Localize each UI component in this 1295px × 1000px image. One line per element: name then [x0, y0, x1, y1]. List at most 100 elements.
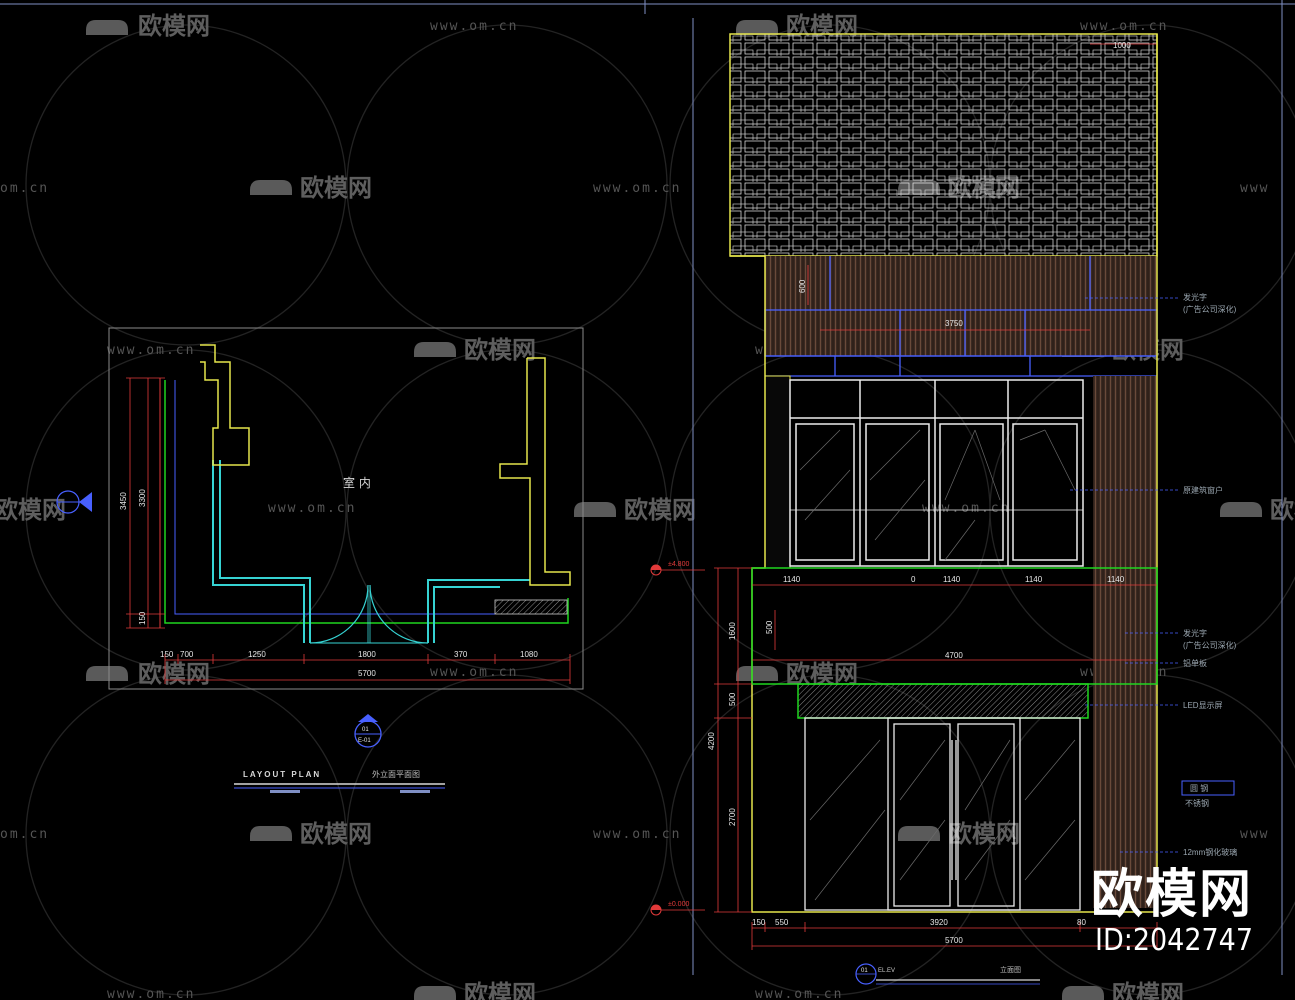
- elev-note-tempered-glass: 12mm钢化玻璃: [1183, 847, 1237, 857]
- plan-dim-150-v: 150: [138, 611, 147, 625]
- watermark-circles: [25, 24, 1295, 996]
- svg-text:±0.000: ±0.000: [668, 901, 689, 908]
- plan-dim-150: 150: [160, 650, 174, 659]
- svg-text:www.om.cn: www.om.cn: [107, 343, 195, 358]
- watermark-logo: 欧模网: [1062, 980, 1184, 1000]
- svg-text:±4.800: ±4.800: [668, 561, 689, 568]
- plan-room-label: 室 内: [343, 475, 371, 490]
- svg-text:www.om.cn: www.om.cn: [430, 665, 518, 680]
- brand-id: ID:2042747: [1094, 923, 1253, 958]
- elev-level-marker-top: ±4.800: [650, 561, 705, 576]
- watermark-logo: 欧模网: [86, 12, 210, 40]
- svg-text:www.om.cn: www.om.cn: [268, 501, 356, 516]
- elev-note-round-steel: 圆 钢: [1190, 783, 1208, 793]
- svg-text:www: www: [1240, 181, 1269, 196]
- svg-text:om.cn: om.cn: [0, 827, 49, 842]
- svg-text:1140: 1140: [943, 575, 961, 584]
- elevation-wood-band: [765, 256, 1157, 356]
- plan-hatch-strip: [494, 599, 568, 615]
- elev-dim-150: 150: [752, 918, 766, 927]
- svg-text:www.om.cn: www.om.cn: [107, 987, 195, 1000]
- elev-dim-top-1000: 1000: [1113, 41, 1131, 50]
- elev-bottom-dims: [751, 922, 1158, 950]
- plan-dim-3450: 3450: [119, 492, 128, 510]
- svg-text:欧模网: 欧模网: [0, 496, 66, 524]
- watermark-logo: 欧模网: [414, 980, 536, 1000]
- plan-cyan-wall-inner: [219, 460, 311, 643]
- elev-note-led-screen: LED显示屏: [1183, 701, 1223, 710]
- elev-note-luminous-text-2: 发光字: [1183, 628, 1207, 638]
- elev-dim-1600: 1600: [728, 622, 737, 640]
- svg-text:1140: 1140: [783, 575, 801, 584]
- elev-dim-500b: 500: [728, 692, 737, 706]
- elevation-storefront-doors: [804, 717, 1081, 911]
- svg-text:www.om.cn: www.om.cn: [593, 827, 681, 842]
- svg-text:EL.EV: EL.EV: [878, 968, 895, 974]
- elev-dim-3920: 3920: [930, 918, 948, 927]
- svg-text:www.om.cn: www.om.cn: [755, 987, 843, 1000]
- elev-dim-4200: 4200: [707, 732, 716, 750]
- plan-vertical-dims: [126, 377, 165, 629]
- layout-plan: 室 内 3450 3300 150 150 700 1250 1800 37: [56, 327, 584, 793]
- svg-text:www: www: [1240, 827, 1269, 842]
- plan-subtitle: 外立面平面图: [372, 769, 420, 779]
- watermark-logo: 欧模网: [250, 174, 372, 202]
- plan-door-leaf-left: [309, 584, 369, 644]
- plan-horizontal-dims: [164, 654, 571, 684]
- elevation-roof-tiles: [729, 33, 1158, 257]
- plan-inner-line: [174, 380, 495, 615]
- plan-frame: [108, 327, 584, 690]
- plan-yellow-wall-left: [200, 344, 250, 466]
- elev-dim-500a: 500: [765, 620, 774, 634]
- svg-text:1140: 1140: [1025, 575, 1043, 584]
- drawing-frame: [0, 0, 1295, 975]
- elevation-original-window: [789, 379, 1084, 567]
- watermark-logo: 欧模网: [250, 820, 372, 848]
- plan-door-leaf-right: [369, 584, 429, 644]
- elev-dim-550: 550: [775, 918, 789, 927]
- elevation-window-glass-hatch: [799, 429, 1076, 561]
- svg-text:01: 01: [861, 968, 868, 974]
- svg-text:欧模网: 欧模网: [464, 980, 536, 1000]
- elev-dim-4700: 4700: [945, 651, 963, 660]
- elev-note-stainless: 不锈钢: [1185, 798, 1209, 808]
- svg-text:欧模网: 欧模网: [948, 820, 1020, 848]
- elev-dim-2700: 2700: [728, 808, 737, 826]
- brand-watermark: 欧模网 ID:2042747: [1091, 866, 1253, 958]
- plan-dim-1800: 1800: [358, 650, 376, 659]
- plan-cyan-wall-right2: [433, 586, 500, 643]
- plan-dim-700: 700: [180, 650, 194, 659]
- svg-text:欧模网: 欧模网: [138, 660, 210, 688]
- svg-text:01: 01: [362, 727, 369, 733]
- watermark-logo: 欧模网: [898, 820, 1020, 848]
- elev-note-luminous-text-sub: (广告公司深化): [1183, 304, 1237, 314]
- elevation-door-glass-hatch: [809, 739, 1076, 901]
- svg-text:欧模网: 欧模网: [300, 820, 372, 848]
- plan-yellow-wall-right: [499, 357, 571, 586]
- elev-dim-row-1140: 1140 0 1140 1140 1140: [783, 575, 1125, 584]
- elev-dim-5700: 5700: [945, 936, 963, 945]
- plan-dim-370: 370: [454, 650, 468, 659]
- elev-vertical-dims: [714, 567, 752, 913]
- plan-dim-5700: 5700: [358, 669, 376, 678]
- plan-dim-1250: 1250: [248, 650, 266, 659]
- elev-dim-600: 600: [798, 279, 807, 293]
- svg-text:www.om.cn: www.om.cn: [430, 19, 518, 34]
- watermark-logo: 欧模网: [574, 496, 696, 524]
- elev-dim-3750: 3750: [945, 319, 963, 328]
- elev-dim-80: 80: [1077, 918, 1086, 927]
- svg-text:0: 0: [911, 575, 916, 584]
- plan-title: LAYOUT PLAN: [243, 770, 321, 779]
- watermark-logo: 欧模网: [86, 660, 210, 688]
- svg-text:E-01: E-01: [358, 738, 371, 744]
- elev-note-round-steel-box: [1181, 780, 1235, 796]
- plan-cyan-wall-right: [427, 579, 530, 643]
- elev-view-bubble: 01 EL.EV 立面图: [855, 963, 1040, 985]
- elev-callout-lines: [1070, 297, 1178, 853]
- elevation: 1000 3750 600: [650, 33, 1237, 985]
- elev-note-luminous-text: 发光字: [1183, 292, 1207, 302]
- brand-name: 欧模网: [1090, 865, 1253, 925]
- elevation-led-screen: [797, 683, 1089, 719]
- svg-text:立面图: 立面图: [1000, 965, 1021, 974]
